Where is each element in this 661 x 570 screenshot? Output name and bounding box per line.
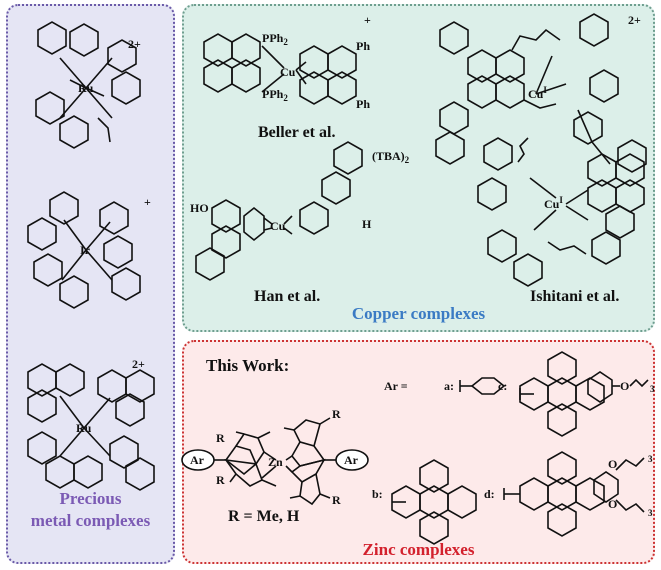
zinc-complexes-title: Zinc complexes: [362, 540, 475, 559]
ar-c-chain-sub: 3: [650, 384, 655, 394]
copper-complexes-panel: [182, 4, 655, 332]
ishitani-complex: [435, 13, 647, 287]
variant-c-label: c:: [498, 379, 507, 393]
r-label-1: R: [216, 431, 225, 445]
ishitani-charge: 2+: [628, 13, 641, 27]
ru-phen-charge: 2+: [132, 357, 145, 371]
han-ho-label: HO: [190, 201, 209, 215]
han-counterion: (TBA)2: [372, 149, 410, 165]
ar-d-chain-sub-1: 3: [648, 454, 653, 464]
ru-atom-label: Ru: [78, 81, 94, 95]
ar-left-label: Ar: [190, 453, 205, 467]
variant-b-label: b:: [372, 487, 383, 501]
zinc-dipyrrin-complex: [181, 417, 369, 506]
precious-title-line1: Precious: [59, 489, 122, 508]
ishitani-cu-bottom: CuI: [544, 195, 563, 211]
beller-charge: +: [364, 13, 371, 27]
ar-equals-label: Ar =: [384, 379, 408, 393]
ir-complex: [27, 191, 141, 309]
ru-phen-complex: [27, 363, 155, 491]
r-label-3: R: [332, 407, 341, 421]
han-complex: [195, 141, 363, 281]
ishitani-cu-top: CuI: [528, 85, 547, 101]
r-definition: R = Me, H: [228, 508, 300, 525]
ishitani-citation: Ishitani et al.: [530, 288, 620, 305]
r-label-4: R: [332, 493, 341, 507]
ru-bpy-charge: 2+: [128, 37, 141, 51]
beller-pph2-top: PPh2: [262, 31, 288, 47]
variant-d-label: d:: [484, 487, 495, 501]
copper-complexes-title: Copper complexes: [351, 304, 486, 323]
ir-charge: +: [144, 195, 151, 209]
beller-complex: [203, 33, 357, 105]
r-label-2: R: [216, 473, 225, 487]
beller-ph-top: Ph: [356, 39, 370, 53]
ru-phen-atom-label: Ru: [76, 421, 92, 435]
beller-citation: Beller et al.: [258, 124, 336, 141]
precious-metal-panel: [6, 4, 175, 564]
ar-d-chain-sub-2: 3: [648, 508, 653, 518]
beller-pph2-bottom: PPh2: [262, 87, 288, 103]
beller-ph-bottom: Ph: [356, 97, 370, 111]
ar-options: [391, 351, 649, 545]
ar-d-oxygen-2: O: [608, 497, 617, 511]
ar-right-label: Ar: [344, 453, 359, 467]
precious-metal-title: Precious metal complexes: [6, 488, 175, 532]
ru-bpy-complex: [35, 21, 141, 149]
ar-c-oxygen: O: [620, 379, 629, 393]
han-h-label: H: [362, 217, 372, 231]
beller-cu-label: Cu: [280, 65, 296, 79]
ar-d-oxygen-1: O: [608, 457, 617, 471]
han-citation: Han et al.: [254, 288, 321, 305]
this-work-heading: This Work:: [206, 356, 290, 375]
ir-atom-label: Ir: [80, 243, 91, 257]
variant-a-label: a:: [444, 379, 454, 393]
zn-atom-label: Zn: [268, 455, 283, 469]
han-cu-label: Cu: [270, 219, 286, 233]
precious-title-line2: metal complexes: [30, 511, 151, 530]
